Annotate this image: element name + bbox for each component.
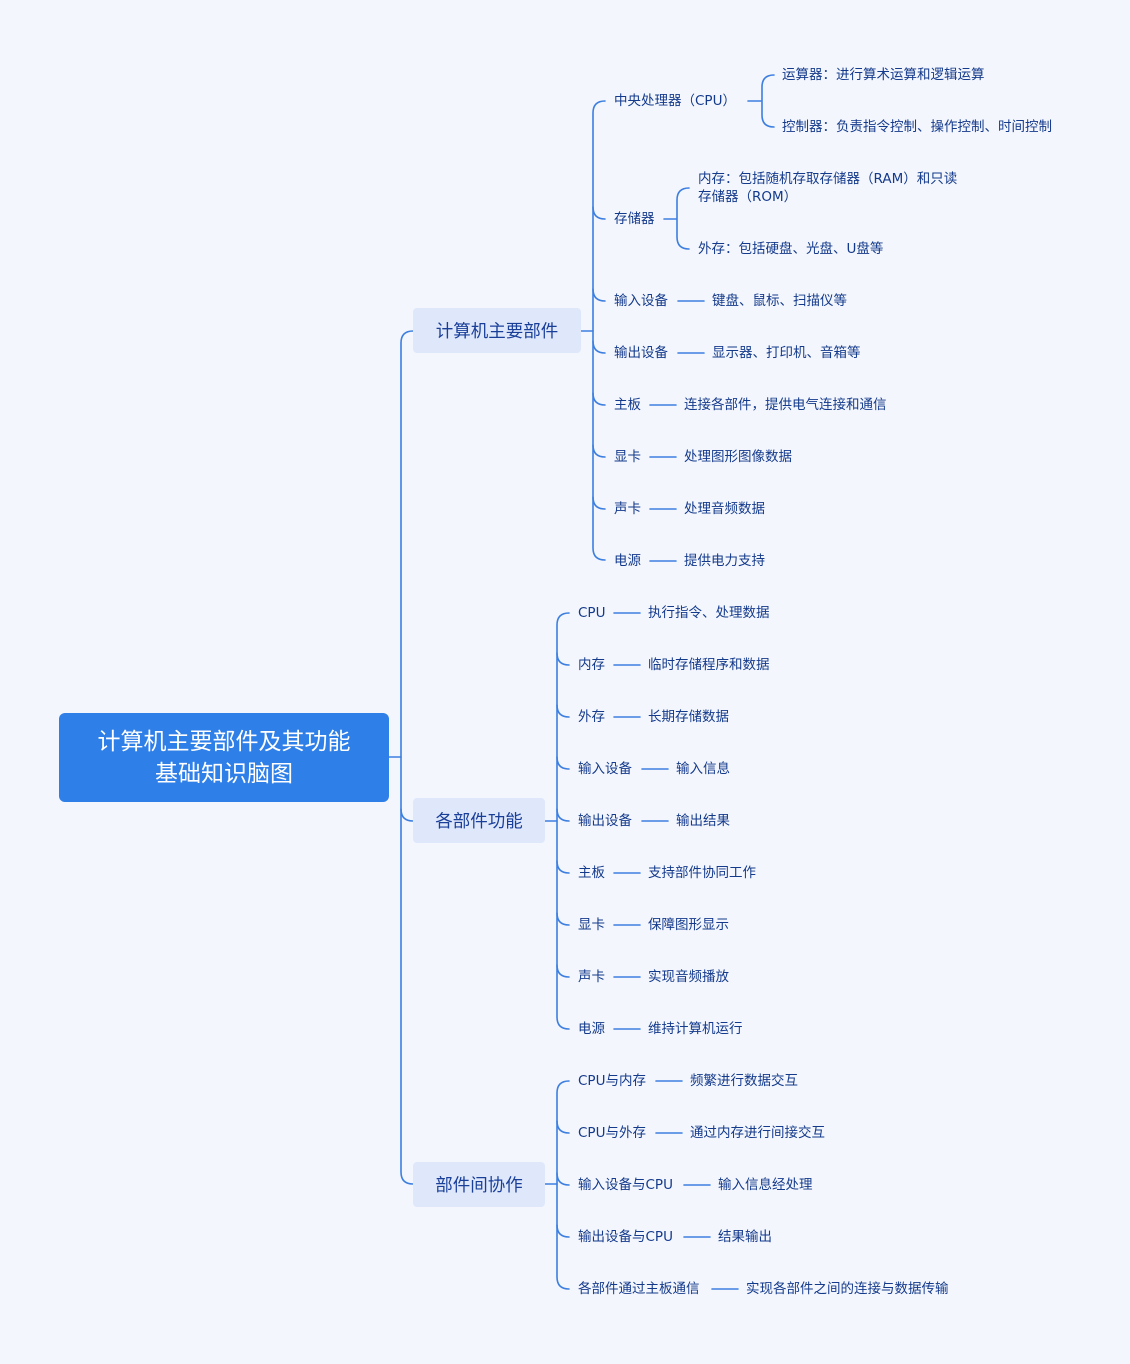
branch-functions[interactable]: 各部件功能: [413, 798, 545, 843]
collaboration-item-label[interactable]: 输入设备与CPU: [578, 1177, 673, 1193]
leaf-motherboard-detail[interactable]: 连接各部件，提供电气连接和通信: [684, 397, 887, 413]
subtopic-output-device[interactable]: 输出设备: [614, 345, 668, 361]
leaf-external-storage[interactable]: 外存：包括硬盘、光盘、U盘等: [698, 241, 884, 257]
function-item-detail[interactable]: 临时存储程序和数据: [648, 657, 770, 673]
function-item-label[interactable]: 内存: [578, 657, 605, 673]
function-item-detail[interactable]: 长期存储数据: [648, 709, 729, 725]
leaf-memory-line1: 内存：包括随机存取存储器（RAM）和只读: [698, 171, 958, 187]
function-item-label[interactable]: 电源: [578, 1021, 605, 1037]
function-item-detail[interactable]: 支持部件协同工作: [648, 865, 756, 881]
collaboration-item-detail[interactable]: 频繁进行数据交互: [690, 1073, 798, 1089]
subtopic-graphics-card[interactable]: 显卡: [614, 449, 641, 465]
collaboration-leaf-links: [655, 1080, 739, 1290]
branch-collaboration[interactable]: 部件间协作: [413, 1162, 545, 1207]
branch-main-parts[interactable]: 计算机主要部件: [413, 308, 581, 353]
collaboration-item-detail[interactable]: 通过内存进行间接交互: [690, 1125, 825, 1141]
function-item-detail[interactable]: 输出结果: [676, 813, 730, 829]
functions-ticks: [556, 652, 570, 978]
leaf-graphics-card-detail[interactable]: 处理图形图像数据: [684, 449, 792, 465]
collaboration-item-label[interactable]: CPU与内存: [578, 1073, 646, 1089]
functions-leaf-links: [613, 612, 669, 1030]
function-item-detail[interactable]: 执行指令、处理数据: [648, 605, 770, 621]
cpu-bracket: [747, 74, 775, 128]
root-topic[interactable]: 计算机主要部件及其功能 基础知识脑图: [59, 713, 389, 802]
subtopic-power-supply[interactable]: 电源: [614, 553, 641, 569]
subtopic-cpu[interactable]: 中央处理器（CPU）: [614, 93, 736, 109]
trunk-spine: [400, 330, 414, 1185]
collaboration-ticks: [556, 1120, 570, 1238]
collaboration-item-label[interactable]: CPU与外存: [578, 1125, 646, 1141]
collaboration-item-detail[interactable]: 实现各部件之间的连接与数据传输: [746, 1281, 949, 1297]
function-item-label[interactable]: 主板: [578, 865, 605, 881]
leaf-sound-card-detail[interactable]: 处理音频数据: [684, 501, 765, 517]
function-item-detail[interactable]: 实现音频播放: [648, 969, 729, 985]
function-item-label[interactable]: 输出设备: [578, 813, 632, 829]
subtopic-storage[interactable]: 存储器: [614, 211, 655, 227]
functions-spine: [556, 612, 570, 1030]
parts-spine: [592, 100, 606, 561]
parts-leaf-links: [649, 300, 705, 562]
subtopic-sound-card[interactable]: 声卡: [614, 501, 641, 517]
parts-ticks: [592, 206, 606, 510]
root-title-line2: 基础知识脑图: [155, 760, 293, 787]
function-item-label[interactable]: CPU: [578, 605, 606, 621]
collaboration-item-detail[interactable]: 结果输出: [718, 1229, 772, 1245]
function-item-label[interactable]: 声卡: [578, 969, 605, 985]
function-item-detail[interactable]: 维持计算机运行: [648, 1021, 743, 1037]
function-item-detail[interactable]: 保障图形显示: [648, 917, 729, 933]
storage-bracket: [663, 187, 690, 250]
leaf-controller[interactable]: 控制器：负责指令控制、操作控制、时间控制: [782, 119, 1052, 135]
collaboration-spine: [556, 1080, 570, 1290]
leaf-input-device-detail[interactable]: 键盘、鼠标、扫描仪等: [712, 293, 847, 309]
subtopic-motherboard[interactable]: 主板: [614, 397, 641, 413]
leaf-power-supply-detail[interactable]: 提供电力支持: [684, 553, 765, 569]
function-item-detail[interactable]: 输入信息: [676, 761, 730, 777]
leaf-memory-line2: 存储器（ROM）: [698, 189, 798, 205]
collaboration-item-label[interactable]: 输出设备与CPU: [578, 1229, 673, 1245]
leaf-memory[interactable]: 内存：包括随机存取存储器（RAM）和只读 存储器（ROM）: [698, 170, 988, 206]
function-item-label[interactable]: 显卡: [578, 917, 605, 933]
root-title-line1: 计算机主要部件及其功能: [97, 728, 351, 755]
collaboration-item-detail[interactable]: 输入信息经处理: [718, 1177, 813, 1193]
leaf-output-device-detail[interactable]: 显示器、打印机、音箱等: [712, 345, 861, 361]
trunk-mid: [400, 808, 414, 822]
collaboration-item-label[interactable]: 各部件通过主板通信: [578, 1281, 700, 1297]
function-item-label[interactable]: 输入设备: [578, 761, 632, 777]
function-item-label[interactable]: 外存: [578, 709, 605, 725]
leaf-alu[interactable]: 运算器：进行算术运算和逻辑运算: [782, 67, 985, 83]
subtopic-input-device[interactable]: 输入设备: [614, 293, 668, 309]
